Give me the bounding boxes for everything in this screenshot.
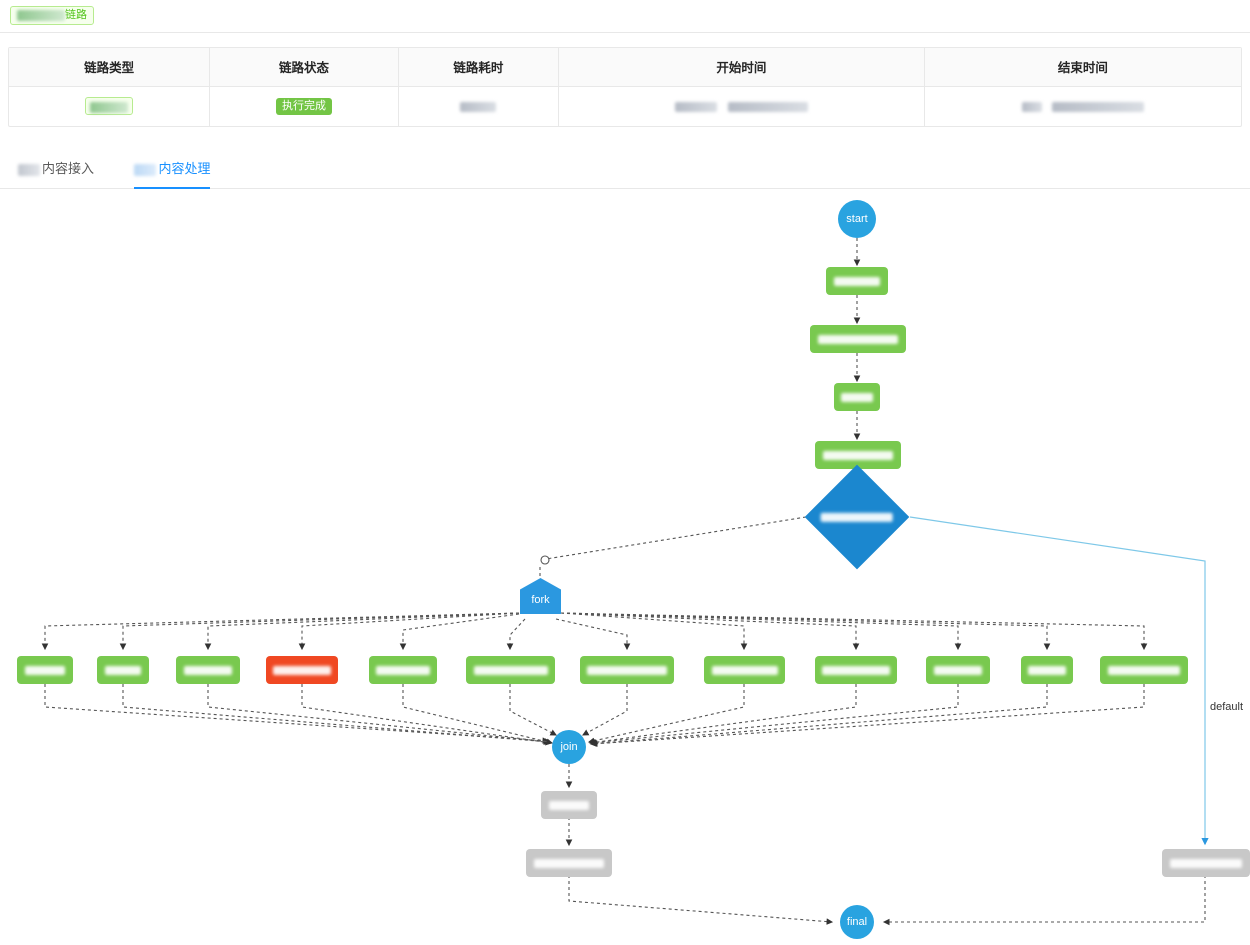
redacted-node-label <box>711 665 778 675</box>
redacted-end-time-a <box>1022 102 1043 113</box>
redacted-decision-label <box>821 512 893 522</box>
workflow-canvas[interactable]: start fork <box>0 189 1250 945</box>
node-parallel-2[interactable] <box>97 656 149 684</box>
node-final[interactable]: final <box>840 905 874 939</box>
redacted-link-type <box>90 101 129 113</box>
node-start[interactable]: start <box>838 200 876 238</box>
redacted-node-label <box>184 665 232 675</box>
redacted-node-label <box>841 392 873 402</box>
node-parallel-10[interactable] <box>926 656 990 684</box>
redacted-node-label <box>834 276 880 286</box>
node-final-label: final <box>846 916 868 928</box>
tab-content-ingest[interactable]: 内容接入 <box>18 153 94 188</box>
redacted-node-label <box>587 665 667 675</box>
redacted-node-label <box>818 334 898 344</box>
redacted-link-cost <box>460 102 497 113</box>
node-parallel-12[interactable] <box>1100 656 1188 684</box>
content-tabs: 内容接入 内容处理 <box>0 153 1250 189</box>
node-parallel-1[interactable] <box>17 656 73 684</box>
tab-content-process[interactable]: 内容处理 <box>134 153 211 189</box>
redacted-node-label <box>534 858 604 868</box>
node-parallel-8[interactable] <box>704 656 785 684</box>
node-join[interactable]: join <box>552 730 586 764</box>
node-fork-label: fork <box>531 594 550 606</box>
link-type-value-tag <box>85 97 134 116</box>
col-header-link-status: 链路状态 <box>209 48 399 87</box>
cell-end-time <box>924 86 1241 126</box>
node-post-join-2[interactable] <box>526 849 612 877</box>
node-parallel-6[interactable] <box>466 656 555 684</box>
node-parallel-9[interactable] <box>815 656 897 684</box>
node-parallel-11[interactable] <box>1021 656 1073 684</box>
node-start-label: start <box>846 213 868 225</box>
tab-content-ingest-label: 内容接入 <box>42 161 95 176</box>
redacted-node-label <box>1028 665 1066 675</box>
redacted-node-label <box>1170 858 1242 868</box>
redacted-node-label <box>473 665 548 675</box>
cell-link-cost <box>398 86 559 126</box>
node-chain-3[interactable] <box>834 383 880 411</box>
col-header-end-time: 结束时间 <box>924 48 1241 87</box>
redacted-node-label <box>25 665 65 675</box>
redacted-end-time-b <box>1051 102 1144 113</box>
link-summary-table: 链路类型 链路状态 链路耗时 开始时间 结束时间 执行完成 <box>8 47 1242 127</box>
link-type-tag: 链路 <box>10 6 94 25</box>
redacted-node-label <box>934 665 982 675</box>
col-header-link-type: 链路类型 <box>9 48 211 87</box>
top-divider <box>0 32 1250 33</box>
top-tag-bar: 链路 <box>0 0 1250 26</box>
redacted-node-label <box>1108 665 1180 675</box>
redacted-node-label <box>549 800 589 810</box>
col-header-link-cost: 链路耗时 <box>398 48 559 87</box>
node-parallel-3[interactable] <box>176 656 240 684</box>
redacted-node-label <box>823 450 893 460</box>
redacted-start-time-a <box>675 102 718 113</box>
redacted-node-label <box>822 665 890 675</box>
redacted-node-label <box>105 665 141 675</box>
node-join-label: join <box>560 741 578 753</box>
node-decision-inner <box>821 512 893 522</box>
node-post-join-1[interactable] <box>541 791 597 819</box>
redacted-node-label <box>376 665 430 675</box>
col-header-start-time: 开始时间 <box>558 48 925 87</box>
node-parallel-7[interactable] <box>580 656 674 684</box>
tab-content-process-label: 内容处理 <box>158 161 211 176</box>
workflow-edges <box>41 238 1209 926</box>
redacted-tab-prefix-icon <box>18 163 40 176</box>
node-chain-2[interactable] <box>810 325 906 353</box>
redacted-tab-prefix-icon-2 <box>134 163 157 176</box>
redacted-tag-text <box>17 9 65 21</box>
redacted-start-time-b <box>727 102 808 113</box>
cell-start-time <box>558 86 925 126</box>
edge-label-default: default <box>1210 701 1244 713</box>
edge-bend-handle[interactable] <box>540 555 550 565</box>
node-parallel-4-failed[interactable] <box>266 656 338 684</box>
link-type-tag-suffix: 链路 <box>65 9 87 21</box>
node-default-branch[interactable] <box>1162 849 1250 877</box>
cell-link-type <box>9 86 211 126</box>
table-header-row: 链路类型 链路状态 链路耗时 开始时间 结束时间 <box>9 48 1241 87</box>
cell-link-status: 执行完成 <box>209 86 399 126</box>
redacted-node-label <box>273 665 331 675</box>
table-row: 执行完成 <box>9 86 1241 126</box>
status-badge: 执行完成 <box>276 97 333 115</box>
node-chain-4[interactable] <box>815 441 901 469</box>
node-parallel-5[interactable] <box>369 656 437 684</box>
node-chain-1[interactable] <box>826 267 888 295</box>
